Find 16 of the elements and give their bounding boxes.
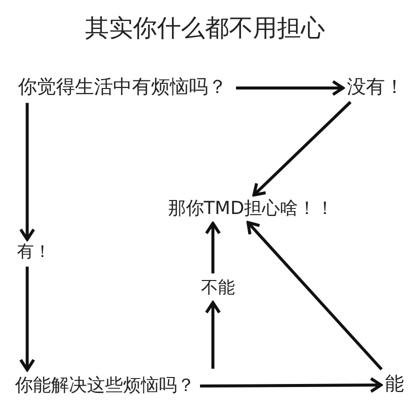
- conclusion-text: 那你TMD担心啥！！: [168, 198, 334, 220]
- question-text: 你能解决这些烦恼吗？: [15, 374, 195, 398]
- question-text: 你觉得生活中有烦恼吗？: [18, 76, 227, 100]
- title-text: 其实你什么都不用担心: [85, 13, 325, 43]
- answer-text: 不能: [201, 278, 235, 300]
- answer-text: 能: [385, 373, 404, 397]
- arrow: [252, 100, 352, 196]
- arrow: [19, 102, 36, 241]
- answer-text: 没有！: [347, 76, 404, 100]
- arrow: [246, 221, 383, 370]
- arrow: [204, 301, 221, 369]
- arrow: [204, 222, 221, 274]
- answer-text: 有！: [17, 242, 51, 264]
- arrow: [236, 80, 344, 96]
- arrow: [200, 377, 382, 394]
- arrow: [19, 266, 36, 372]
